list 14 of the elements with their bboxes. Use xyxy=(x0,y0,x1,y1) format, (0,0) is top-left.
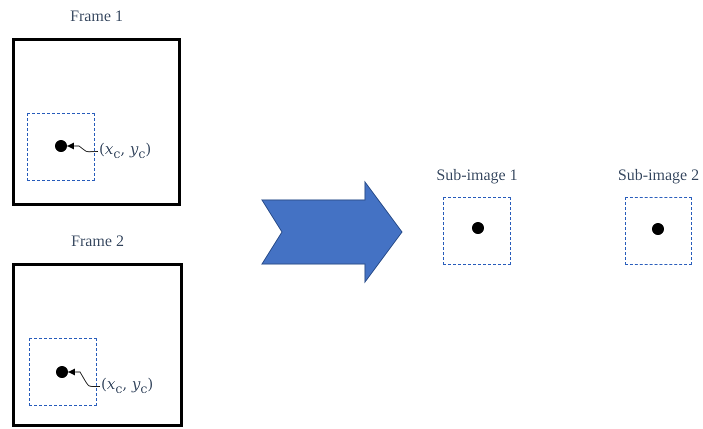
region-box xyxy=(29,338,97,406)
sub-image-title: Sub-image 1 xyxy=(436,167,518,185)
center-dot xyxy=(56,366,68,378)
coordinate-label: (x$_{c}$, y$_{c}$) xyxy=(101,375,154,396)
center-dot xyxy=(652,223,664,235)
sub-image-title: Sub-image 2 xyxy=(618,167,700,185)
frame-title: Frame 1 xyxy=(70,8,123,26)
frame-title: Frame 2 xyxy=(71,233,124,251)
coordinate-label: (x$_{c}$, y$_{c}$) xyxy=(99,140,152,161)
leader-arrow xyxy=(66,142,98,152)
center-dot xyxy=(472,222,484,234)
leader-arrow xyxy=(68,368,100,388)
region-box xyxy=(27,113,95,181)
center-dot xyxy=(55,140,67,152)
